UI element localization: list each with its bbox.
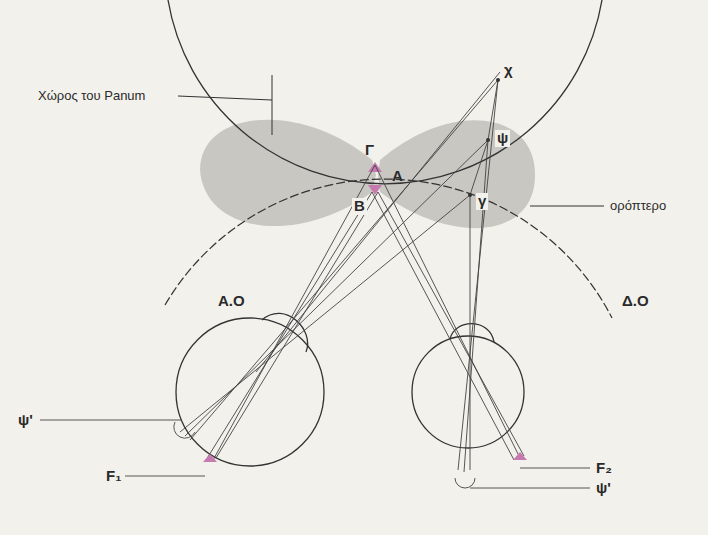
outer-circle (168, 0, 602, 184)
point-label: Α (390, 168, 405, 185)
point-marker (468, 193, 472, 197)
horopter-label: ορόπτερο (608, 199, 668, 213)
point-label: χ (502, 62, 515, 79)
leader-line (178, 96, 272, 100)
panum-area (378, 120, 535, 228)
point-marker (368, 162, 382, 172)
eye-label: Δ.Ο (620, 293, 651, 310)
point-marker (513, 452, 527, 460)
point-label: ψ' (16, 412, 35, 429)
horopter-circle (165, 179, 612, 318)
point-marker (368, 185, 382, 195)
bracket-line (272, 75, 273, 135)
region-label: Χώρος του Panum (36, 89, 147, 103)
point-marker (203, 454, 217, 462)
ray-lines (40, 72, 590, 488)
point-label: γ (476, 193, 488, 210)
point-marker (486, 138, 490, 142)
point-label: Β (352, 198, 367, 215)
point-marker (496, 78, 500, 82)
panum-area (200, 120, 376, 226)
leader-line (530, 206, 604, 207)
point-label: Γ (363, 142, 376, 159)
point-label: F₁ (104, 468, 123, 485)
point-label: ψ' (594, 480, 613, 497)
point-label: F₂ (594, 460, 614, 477)
eye-label: Α.Ο (216, 293, 247, 310)
point-label: ψ (495, 130, 510, 147)
